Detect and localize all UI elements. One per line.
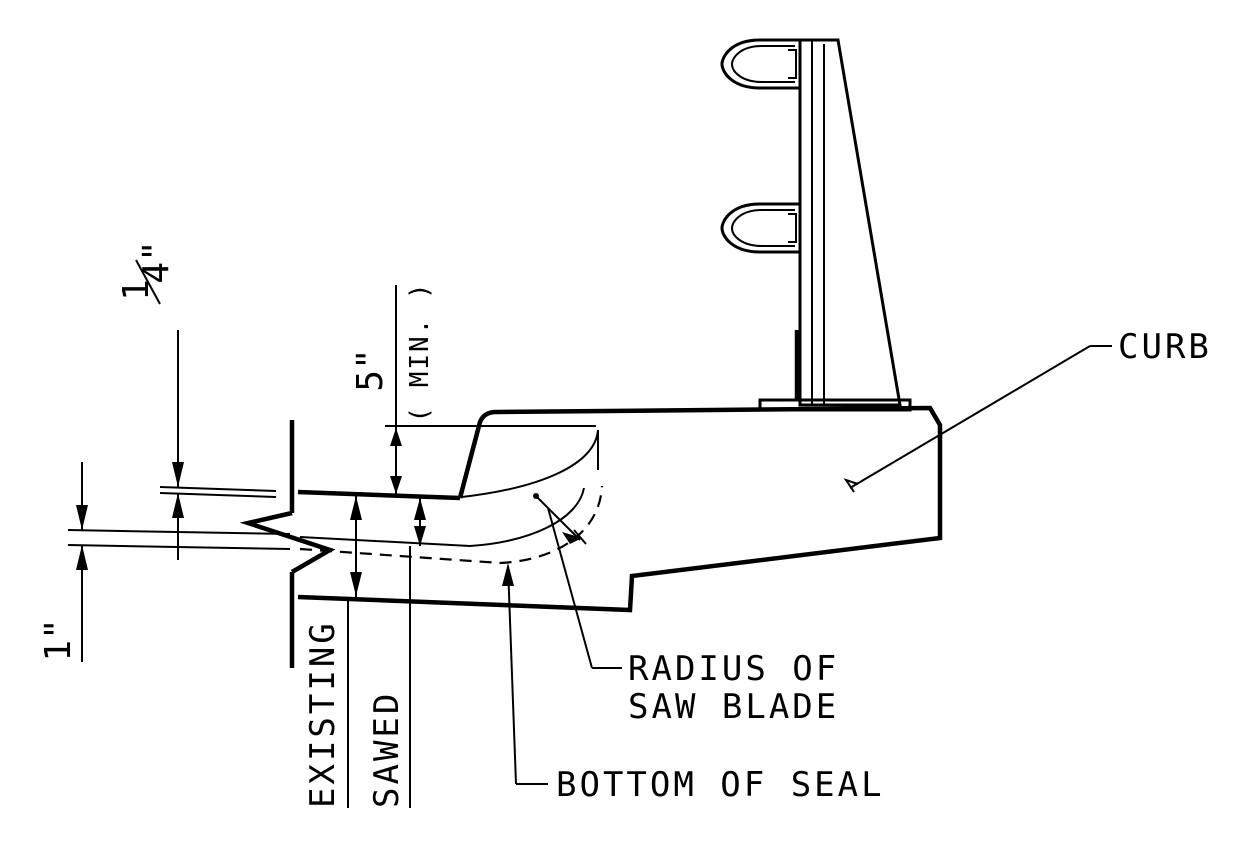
radius-label-line1: RADIUS OF — [628, 649, 839, 689]
railing-post — [798, 38, 902, 407]
existing-label: EXISTING — [303, 620, 343, 808]
railing — [720, 38, 912, 412]
arrowhead — [502, 563, 514, 586]
railing-lower-tube — [720, 202, 800, 254]
seal-leader-line — [507, 565, 517, 785]
extension-line — [67, 544, 291, 550]
curb-leader-tick — [843, 478, 859, 493]
sawed-profile — [461, 429, 599, 498]
extension-line — [159, 486, 277, 492]
railing-lower-tube-clip — [788, 213, 797, 243]
arrowhead — [562, 532, 582, 544]
bottom-of-seal-leader: BOTTOM OF SEAL — [502, 563, 885, 805]
dimension-1in-text: 1" — [38, 618, 79, 661]
arrowhead — [172, 462, 184, 487]
arrowhead — [414, 498, 426, 520]
dimension-min-note: ( MIN. ) — [405, 281, 435, 422]
bottom-of-seal-label: BOTTOM OF SEAL — [556, 765, 885, 805]
depth-leaders: EXISTING SAWED — [303, 496, 426, 808]
radius-dimension-line — [535, 495, 581, 541]
extension-line — [67, 529, 291, 535]
arrowhead — [76, 505, 88, 530]
railing-lower-tube-inner — [730, 209, 795, 247]
railing-upper-tube-inner — [730, 45, 795, 83]
dimension-5in-text: 5" — [350, 348, 391, 391]
dimension-5in: 5" ( MIN. ) — [350, 281, 596, 494]
arrowhead — [350, 572, 362, 596]
curb-leader-line — [849, 345, 1091, 489]
arrowhead — [414, 526, 426, 546]
railing-upper-tube-clip — [788, 49, 797, 79]
radius-leader-line — [547, 507, 593, 669]
break-line — [239, 510, 336, 574]
arrowhead — [172, 493, 184, 518]
dimension-quarter-inch: 1 4" — [116, 240, 277, 560]
extension-line — [159, 492, 277, 498]
arrowhead — [390, 428, 402, 446]
dimension-quarter-num: 1 — [116, 279, 157, 301]
arrowhead — [350, 496, 362, 520]
arrowhead — [76, 545, 88, 570]
radius-tick — [573, 529, 587, 545]
fraction-bar — [135, 259, 161, 305]
curb-label: CURB — [1118, 327, 1212, 367]
arrowhead — [390, 476, 402, 494]
railing-upper-tube — [720, 38, 800, 90]
radius-label-line2: SAW BLADE — [628, 687, 839, 727]
dimension-1in: 1" — [38, 462, 291, 662]
bottom-of-seal-line — [299, 485, 604, 565]
dimension-quarter-den: 4" — [136, 240, 177, 283]
sawed-label: SAWED — [367, 691, 407, 808]
saw-cut — [299, 429, 604, 565]
curb-body — [239, 405, 943, 668]
deck-top-surface — [297, 489, 461, 501]
radius-leader: RADIUS OF SAW BLADE — [535, 495, 839, 727]
curb-leader: CURB — [843, 327, 1212, 493]
curb-outline — [297, 405, 943, 613]
saw-blade-arc — [299, 487, 585, 548]
